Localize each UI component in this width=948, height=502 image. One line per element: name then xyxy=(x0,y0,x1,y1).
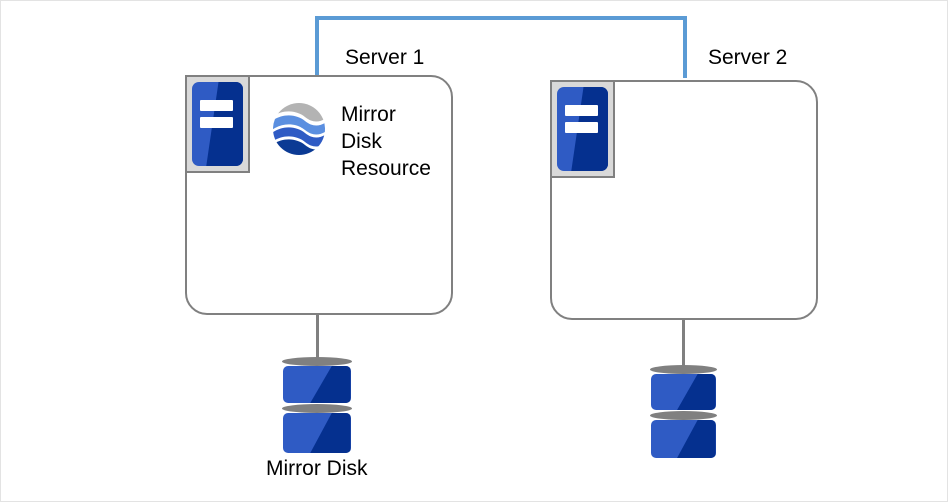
server-2-server-icon xyxy=(550,80,615,178)
server-icon-bar-bottom xyxy=(565,122,598,134)
server-2-disk-stack xyxy=(650,365,717,458)
server-2-label: Server 2 xyxy=(708,46,788,69)
mirror-disk-resource-line-1: Mirror xyxy=(341,103,396,126)
server-1-disk-stack xyxy=(282,357,352,453)
disk-body-bottom xyxy=(283,413,351,453)
disk-body-shade xyxy=(310,413,351,453)
disk-body-top xyxy=(651,374,716,410)
server-icon-bar-bottom xyxy=(200,117,233,129)
server-1-server-icon xyxy=(185,75,250,173)
server-icon-glyph xyxy=(192,82,243,166)
disk-body-shade xyxy=(677,420,716,458)
mirror-disk-resource-icon xyxy=(271,101,327,157)
server-2-box[interactable] xyxy=(550,80,818,320)
disk-body-top xyxy=(283,366,351,403)
server-icon-glyph xyxy=(557,87,608,171)
interconnect-right-segment xyxy=(683,16,687,78)
disk-body-bottom xyxy=(651,420,716,458)
mirror-disk-resource-line-2: Disk xyxy=(341,130,382,153)
globe-icon-svg xyxy=(273,103,325,155)
mirror-disk-resource-line-3: Resource xyxy=(341,157,431,180)
disk-plate-top xyxy=(650,365,717,374)
server-2-disk-connector xyxy=(682,318,685,368)
disk-plate-bottom xyxy=(282,404,352,413)
server-icon-bar-top xyxy=(565,105,598,117)
disk-plate-bottom xyxy=(650,411,717,420)
mirror-disk-label: Mirror Disk xyxy=(266,457,368,480)
disk-plate-top xyxy=(282,357,352,366)
server-1-disk-connector xyxy=(316,313,319,361)
disk-body-shade xyxy=(310,366,351,403)
disk-body-shade xyxy=(677,374,716,410)
interconnect-left-segment xyxy=(315,16,319,78)
interconnect-top-segment xyxy=(315,16,687,20)
server-1-label: Server 1 xyxy=(345,46,425,69)
server-icon-bar-top xyxy=(200,100,233,112)
